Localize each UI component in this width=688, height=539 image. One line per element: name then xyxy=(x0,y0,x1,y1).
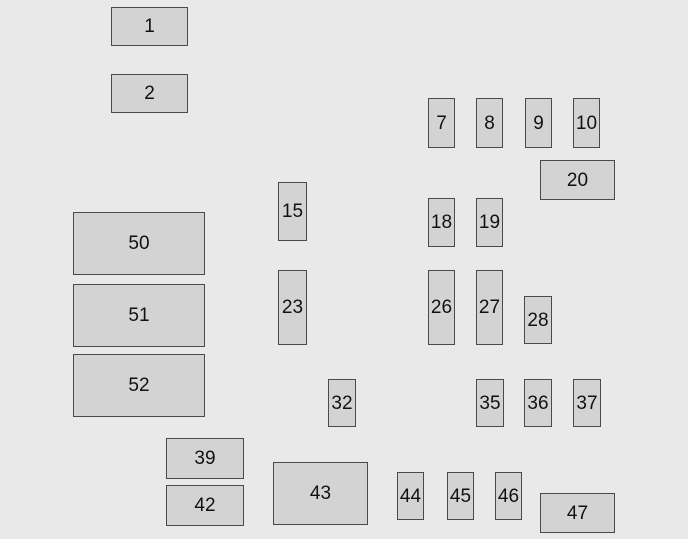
fuse-label: 46 xyxy=(497,485,520,507)
fuse-label: 45 xyxy=(449,485,472,507)
fuse-32: 32 xyxy=(328,379,356,427)
fuse-52: 52 xyxy=(73,354,205,417)
fuse-label: 42 xyxy=(194,495,216,516)
fuse-label: 8 xyxy=(484,112,495,134)
fuse-46: 46 xyxy=(495,472,522,520)
fuse-label: 9 xyxy=(533,112,544,134)
fuse-label: 28 xyxy=(527,309,549,331)
fuse-47: 47 xyxy=(540,493,615,533)
fuse-28: 28 xyxy=(524,296,552,344)
fuse-50: 50 xyxy=(73,212,205,275)
fuse-20: 20 xyxy=(540,160,615,200)
fuse-label: 36 xyxy=(527,392,549,414)
fuse-label: 52 xyxy=(128,375,150,396)
fuse-42: 42 xyxy=(166,485,244,526)
fuse-19: 19 xyxy=(476,198,503,247)
fuse-37: 37 xyxy=(573,379,601,427)
fuse-label: 26 xyxy=(430,297,453,318)
fuse-18: 18 xyxy=(428,198,455,247)
fuse-label: 15 xyxy=(281,201,304,222)
fuse-label: 37 xyxy=(576,392,598,414)
fuse-35: 35 xyxy=(476,379,504,427)
fuse-label: 39 xyxy=(194,448,216,469)
fuse-2: 2 xyxy=(111,74,188,113)
fuse-44: 44 xyxy=(397,472,424,520)
fuse-label: 35 xyxy=(479,392,501,414)
fuse-label: 27 xyxy=(478,297,501,318)
fuse-label: 23 xyxy=(281,297,304,318)
fuse-label: 10 xyxy=(575,112,598,134)
fuse-label: 18 xyxy=(430,212,453,233)
fuse-label: 47 xyxy=(566,502,589,524)
fuse-label: 51 xyxy=(128,305,150,326)
fuse-label: 32 xyxy=(331,392,353,414)
fuse-9: 9 xyxy=(525,98,552,148)
fuse-8: 8 xyxy=(476,98,503,148)
fuse-label: 20 xyxy=(566,169,589,191)
fuse-1: 1 xyxy=(111,7,188,46)
fuse-39: 39 xyxy=(166,438,244,479)
fuse-label: 7 xyxy=(436,112,447,134)
fuse-43: 43 xyxy=(273,462,368,525)
fuse-label: 50 xyxy=(128,233,150,254)
fuse-label: 1 xyxy=(144,16,155,37)
fuse-51: 51 xyxy=(73,284,205,347)
fuse-label: 44 xyxy=(399,485,422,507)
fuse-45: 45 xyxy=(447,472,474,520)
fuse-27: 27 xyxy=(476,270,503,345)
fuse-label: 2 xyxy=(144,83,155,104)
fuse-23: 23 xyxy=(278,270,307,345)
fuse-36: 36 xyxy=(524,379,552,427)
fuse-label: 43 xyxy=(309,483,332,504)
fuse-7: 7 xyxy=(428,98,455,148)
fuse-15: 15 xyxy=(278,182,307,241)
fuse-26: 26 xyxy=(428,270,455,345)
fuse-label: 19 xyxy=(478,212,501,233)
fuse-10: 10 xyxy=(573,98,600,148)
